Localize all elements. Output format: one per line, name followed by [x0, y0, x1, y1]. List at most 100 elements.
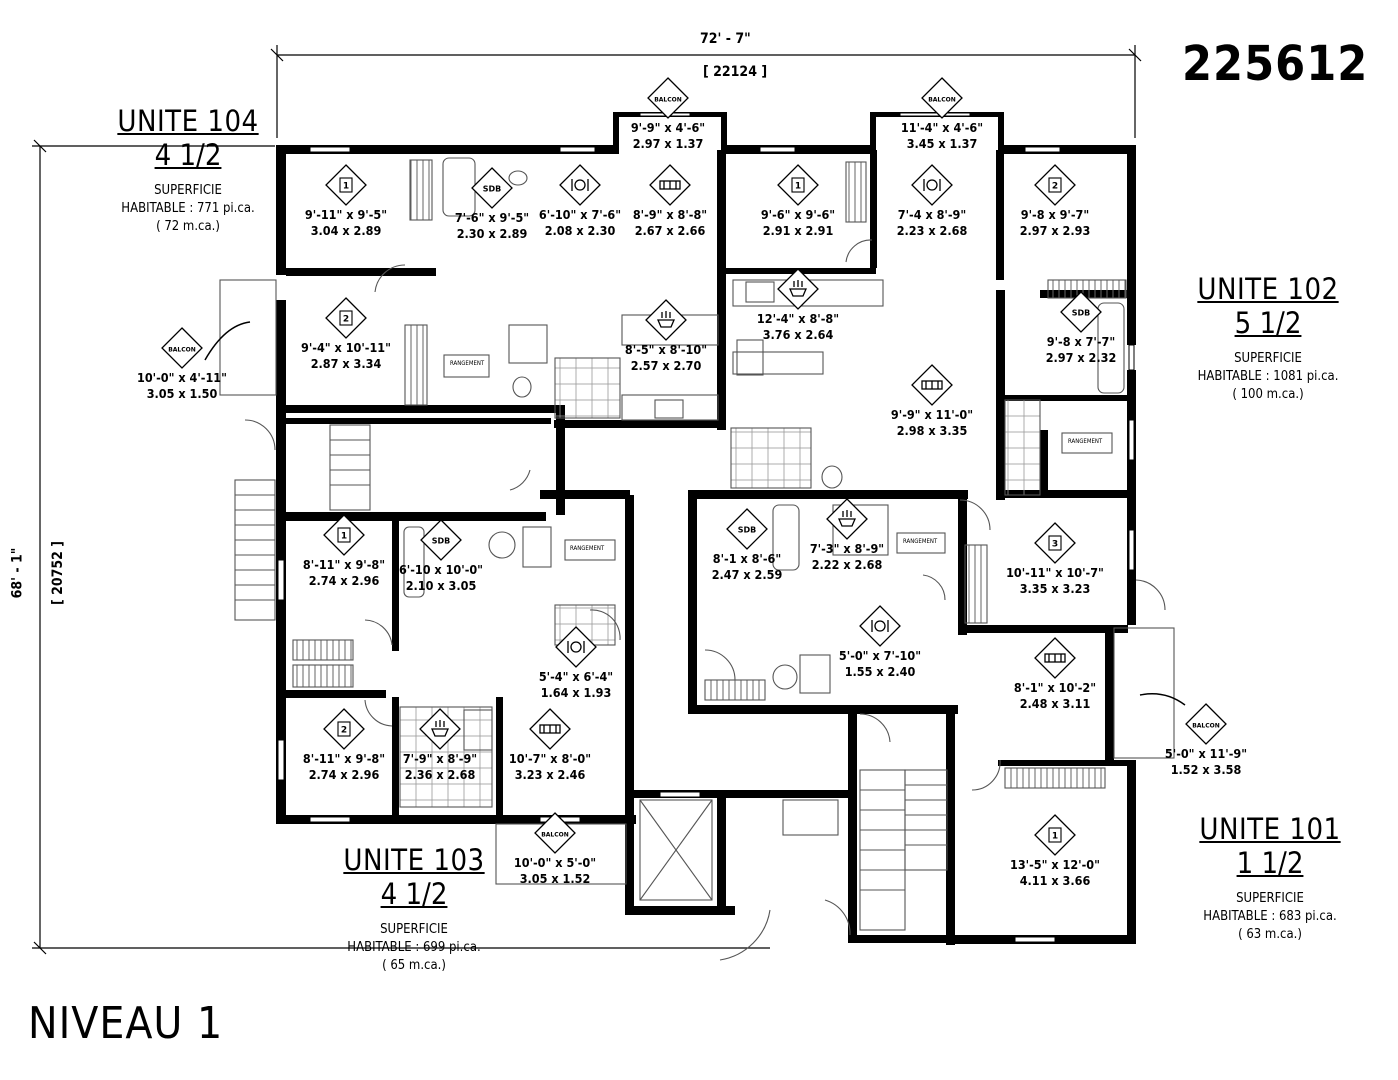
room-dim-metric: 2.74 x 2.96 [308, 573, 380, 588]
room-dim-metric: 4.11 x 3.66 [1019, 873, 1091, 888]
room-tag: SDB [1072, 309, 1091, 318]
room-tag: 1 [341, 532, 347, 542]
room-r101-living: 8'-1" x 10'-2"2.48 x 3.11 [985, 636, 1125, 712]
plan-code: 225612 [1182, 36, 1369, 92]
unit-name: UNITE 103 [343, 843, 485, 877]
room-tag: BALCON [168, 347, 196, 354]
room-dim-imperial: 8'-1 x 8'-6" [712, 551, 782, 566]
unit-type: 1 1/2 [1236, 846, 1304, 880]
unit-name: UNITE 101 [1199, 812, 1341, 846]
room-r102-dining: 7'-4 x 8'-9"2.23 x 2.68 [862, 163, 1002, 239]
overall-width-metric: [ 22124 ] [703, 64, 768, 80]
sofa-icon [649, 164, 691, 206]
room-dim-imperial: 6'-10 x 10'-0" [398, 562, 484, 577]
room-r104-dining: 6'-10" x 7'-6"2.08 x 2.30 [510, 163, 650, 239]
area-value: HABITABLE : 771 pi.ca. [121, 201, 255, 216]
room-dim-metric: 2.74 x 2.96 [308, 767, 380, 782]
unit-type: 4 1/2 [380, 877, 448, 911]
storage-label: RANGEMENT [903, 538, 938, 545]
room-dim-imperial: 9'-6" x 9'-6" [760, 207, 836, 222]
bath-icon: SDB [1060, 291, 1102, 333]
bed-2-icon: 2 [1034, 164, 1076, 206]
dining-icon [859, 605, 901, 647]
room-tag: BALCON [654, 97, 682, 104]
room-dim-imperial: 10'-0" x 5'-0" [513, 855, 597, 870]
room-dim-metric: 3.05 x 1.52 [519, 871, 591, 886]
room-dim-metric: 3.05 x 1.50 [146, 386, 218, 401]
room-tag: SDB [483, 185, 502, 194]
room-dim-metric: 2.48 x 3.11 [1019, 696, 1091, 711]
room-dim-metric: 2.67 x 2.66 [634, 223, 706, 238]
room-dim-metric: 1.64 x 1.93 [540, 685, 612, 700]
room-dim-imperial: 9'-9" x 11'-0" [890, 407, 974, 422]
balcony-icon: BALCON [161, 327, 203, 369]
room-r101-ch1: 1 13'-5" x 12'-0"4.11 x 3.66 [985, 813, 1125, 889]
room-dim-imperial: 11'-4" x 4'-6" [900, 120, 984, 135]
balcony-icon: BALCON [1185, 703, 1227, 745]
room-dim-imperial: 9'-11" x 9'-5" [304, 207, 388, 222]
room-tag: BALCON [541, 832, 569, 839]
room-dim-imperial: 5'-4" x 6'-4" [538, 669, 614, 684]
room-dim-metric: 3.23 x 2.46 [514, 767, 586, 782]
room-dim-metric: 2.97 x 2.32 [1045, 350, 1117, 365]
room-dim-imperial: 8'-9" x 8'-8" [632, 207, 708, 222]
sofa-icon [911, 364, 953, 406]
room-dim-metric: 2.97 x 2.93 [1019, 223, 1091, 238]
room-tag: BALCON [928, 97, 956, 104]
room-dim-metric: 2.22 x 2.68 [811, 557, 883, 572]
room-dim-imperial: 13'-5" x 12'-0" [1010, 857, 1100, 872]
sofa-icon [1034, 637, 1076, 679]
dining-icon [555, 626, 597, 668]
bed-1-icon: 1 [323, 514, 365, 556]
room-tag: 2 [343, 315, 349, 325]
bath-icon: SDB [726, 508, 768, 550]
room-dim-imperial: 8'-5" x 8'-10" [624, 342, 708, 357]
room-dim-imperial: 6'-10" x 7'-6" [538, 207, 622, 222]
area-value: HABITABLE : 1081 pi.ca. [1197, 369, 1339, 384]
area-metric: ( 65 m.ca.) [382, 958, 446, 973]
unit-name: UNITE 102 [1197, 272, 1339, 306]
room-r102-living: 9'-9" x 11'-0"2.98 x 3.35 [862, 363, 1002, 439]
room-tag: 2 [341, 726, 347, 736]
room-tag: 1 [1052, 832, 1058, 842]
bed-1-icon: 1 [1034, 814, 1076, 856]
unit-102-block: UNITE 102 5 1/2 SUPERFICIE HABITABLE : 1… [1170, 272, 1366, 404]
room-dim-imperial: 7'-6" x 9'-5" [454, 210, 530, 225]
windows [277, 112, 1135, 943]
overall-height-metric: [ 20752 ] [50, 540, 67, 606]
bed-1-icon: 1 [777, 164, 819, 206]
room-tag: BALCON [1192, 723, 1220, 730]
fixtures [204, 157, 1186, 961]
room-r101-dining: 5'-0" x 7'-10"1.55 x 2.40 [810, 604, 950, 680]
room-dim-metric: 1.55 x 2.40 [844, 664, 916, 679]
room-r103-kitchen: 7'-9" x 8'-9"2.36 x 2.68 [370, 707, 510, 783]
room-dim-imperial: 7'-4 x 8'-9" [897, 207, 967, 222]
room-dim-metric: 3.04 x 2.89 [310, 223, 382, 238]
dining-icon [911, 164, 953, 206]
room-dim-metric: 2.47 x 2.59 [711, 567, 783, 582]
room-r104-living: 8'-9" x 8'-8"2.67 x 2.66 [600, 163, 740, 239]
room-dim-metric: 2.08 x 2.30 [544, 223, 616, 238]
room-dim-metric: 3.45 x 1.37 [906, 136, 978, 151]
area-label: SUPERFICIE [1234, 351, 1302, 366]
bath-icon: SDB [471, 167, 513, 209]
room-dim-metric: 2.23 x 2.68 [896, 223, 968, 238]
room-tag: SDB [432, 537, 451, 546]
unit-104-block: UNITE 104 4 1/2 SUPERFICIE HABITABLE : 7… [100, 104, 276, 236]
area-label: SUPERFICIE [1236, 891, 1304, 906]
storage-label: RANGEMENT [1068, 438, 1103, 445]
area-metric: ( 63 m.ca.) [1238, 927, 1302, 942]
unit-type: 4 1/2 [154, 138, 222, 172]
balcony-icon: BALCON [921, 77, 963, 119]
room-dim-imperial: 7'-9" x 8'-9" [402, 751, 478, 766]
area-label: SUPERFICIE [154, 183, 222, 198]
room-dim-metric: 2.97 x 1.37 [632, 136, 704, 151]
room-dim-metric: 2.57 x 2.70 [630, 358, 702, 373]
